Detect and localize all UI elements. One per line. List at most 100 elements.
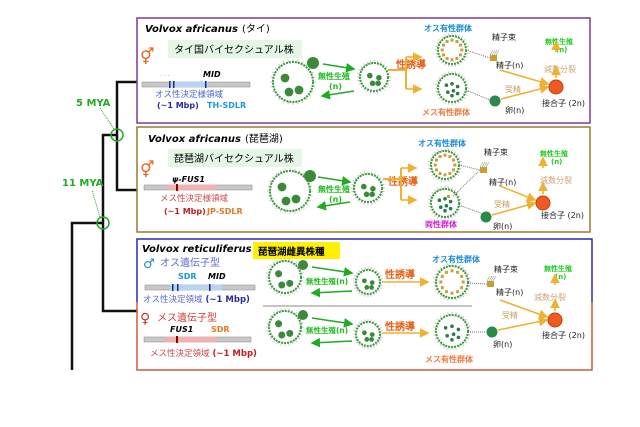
flagella (278, 63, 281, 67)
bisexual-icon: ⚥ (140, 160, 154, 179)
flagella (379, 284, 383, 286)
female-colony-label: メス有性群体 (425, 354, 474, 364)
flagella (453, 151, 456, 155)
flagella (272, 90, 276, 93)
connector (458, 164, 481, 171)
panel-thai-frame (136, 17, 591, 124)
flagella (361, 268, 364, 272)
flagella (433, 277, 437, 279)
connector (467, 282, 488, 285)
sperm-bundle-label: 精子束 (484, 147, 508, 157)
flagella (275, 172, 278, 176)
flagella (466, 322, 470, 325)
gonidium (367, 72, 373, 79)
daughter-colony (280, 73, 290, 83)
asexual-label: 無性生殖 (318, 184, 350, 194)
flagella (287, 101, 289, 105)
gene-label: ψ-FUS1 (172, 175, 205, 184)
node-11-label: 11 MYA (62, 178, 104, 189)
flagella (454, 33, 457, 37)
male-gene: MID (208, 272, 226, 281)
flagella (466, 273, 470, 276)
asexual-n: (n) (329, 82, 342, 91)
flagella (438, 77, 442, 80)
gonidium (369, 280, 375, 285)
gonidium (364, 337, 370, 342)
sperm-packet (448, 171, 452, 175)
gonidium (369, 332, 375, 337)
sperm-tail (489, 49, 494, 56)
colony (430, 188, 460, 218)
sperm-bundle-label: 精子束 (494, 264, 518, 274)
flagella (434, 189, 437, 193)
gonidium (362, 278, 367, 284)
colony (355, 321, 381, 347)
male-region: オス性決定領域(~1 Mbp) (143, 294, 250, 305)
egg (486, 326, 498, 338)
egg-label: 卵(n) (505, 105, 524, 115)
node-5-leader (99, 107, 115, 130)
female-icon: ♀ (140, 311, 150, 327)
daughter-colony (291, 194, 301, 204)
sperm-packet (443, 153, 447, 157)
sperm-packet (450, 58, 454, 62)
flagella (272, 339, 276, 343)
daughter-colony (304, 170, 316, 182)
flagella (276, 291, 279, 295)
zygote-label: 接合子 (2n) (542, 330, 585, 340)
species-name: Volvox africanus(琵琶湖) (148, 133, 283, 145)
flagella (354, 177, 358, 180)
life-cycle-labels: 無性生殖 (n) 性誘導 オス有性群体 メス有性群体 精子束 精子(n) 受精 … (306, 23, 585, 364)
egg-cell (443, 208, 447, 213)
flagella (458, 296, 461, 300)
egg-cell (451, 89, 456, 93)
sperm-packet (460, 286, 464, 290)
asexual-out-label: 無性生殖 (544, 264, 572, 273)
flagella (460, 74, 463, 78)
flagella (378, 338, 382, 341)
colony (437, 73, 467, 103)
flagella (360, 172, 363, 176)
flagella (297, 101, 299, 105)
flagella (377, 341, 380, 344)
zygote-label: 接合子 (2n) (541, 210, 584, 220)
female-region: メス性決定領域(~1 Mbp) (150, 348, 257, 359)
sperm-tail (486, 275, 491, 282)
asexual-arrow (311, 317, 354, 328)
flagella (441, 36, 444, 40)
daughter-colony (298, 310, 308, 320)
flagella (439, 294, 443, 298)
sperm-packet (445, 40, 449, 44)
daughter-colony (275, 320, 283, 328)
sperm-packet (456, 290, 460, 294)
flagella (302, 172, 305, 176)
flagella (354, 338, 358, 341)
strain-label-bg (168, 40, 302, 58)
daughter-colony (294, 85, 304, 95)
sperm-tail (488, 275, 493, 282)
node-11-leader (91, 189, 101, 218)
flagella (370, 171, 373, 175)
egg-cell (451, 332, 456, 337)
flagella (280, 258, 282, 262)
sperm-label: 精子(n) (489, 177, 516, 187)
asexual-out-label: 無性生殖 (540, 149, 568, 158)
colony (435, 265, 469, 299)
flagella (305, 97, 308, 101)
flagella (291, 291, 294, 295)
meiosis-label: 減数分裂 (540, 175, 572, 185)
flagella (294, 289, 298, 293)
gonidium (376, 74, 382, 81)
induction-label-female: 性誘導 (384, 320, 415, 333)
fertilization-label: 受精 (505, 84, 521, 94)
region-label: オス性決定様領域 (155, 89, 224, 100)
flagella (437, 149, 440, 153)
flagella (307, 199, 311, 202)
flagella (284, 168, 286, 172)
sperm-label: 精子(n) (496, 287, 523, 297)
sperm-packet (450, 269, 454, 273)
sperm-tail (492, 275, 497, 282)
egg-label: 卵(n) (493, 339, 512, 349)
egg-cell (456, 327, 461, 332)
sperm-packet (448, 155, 452, 159)
